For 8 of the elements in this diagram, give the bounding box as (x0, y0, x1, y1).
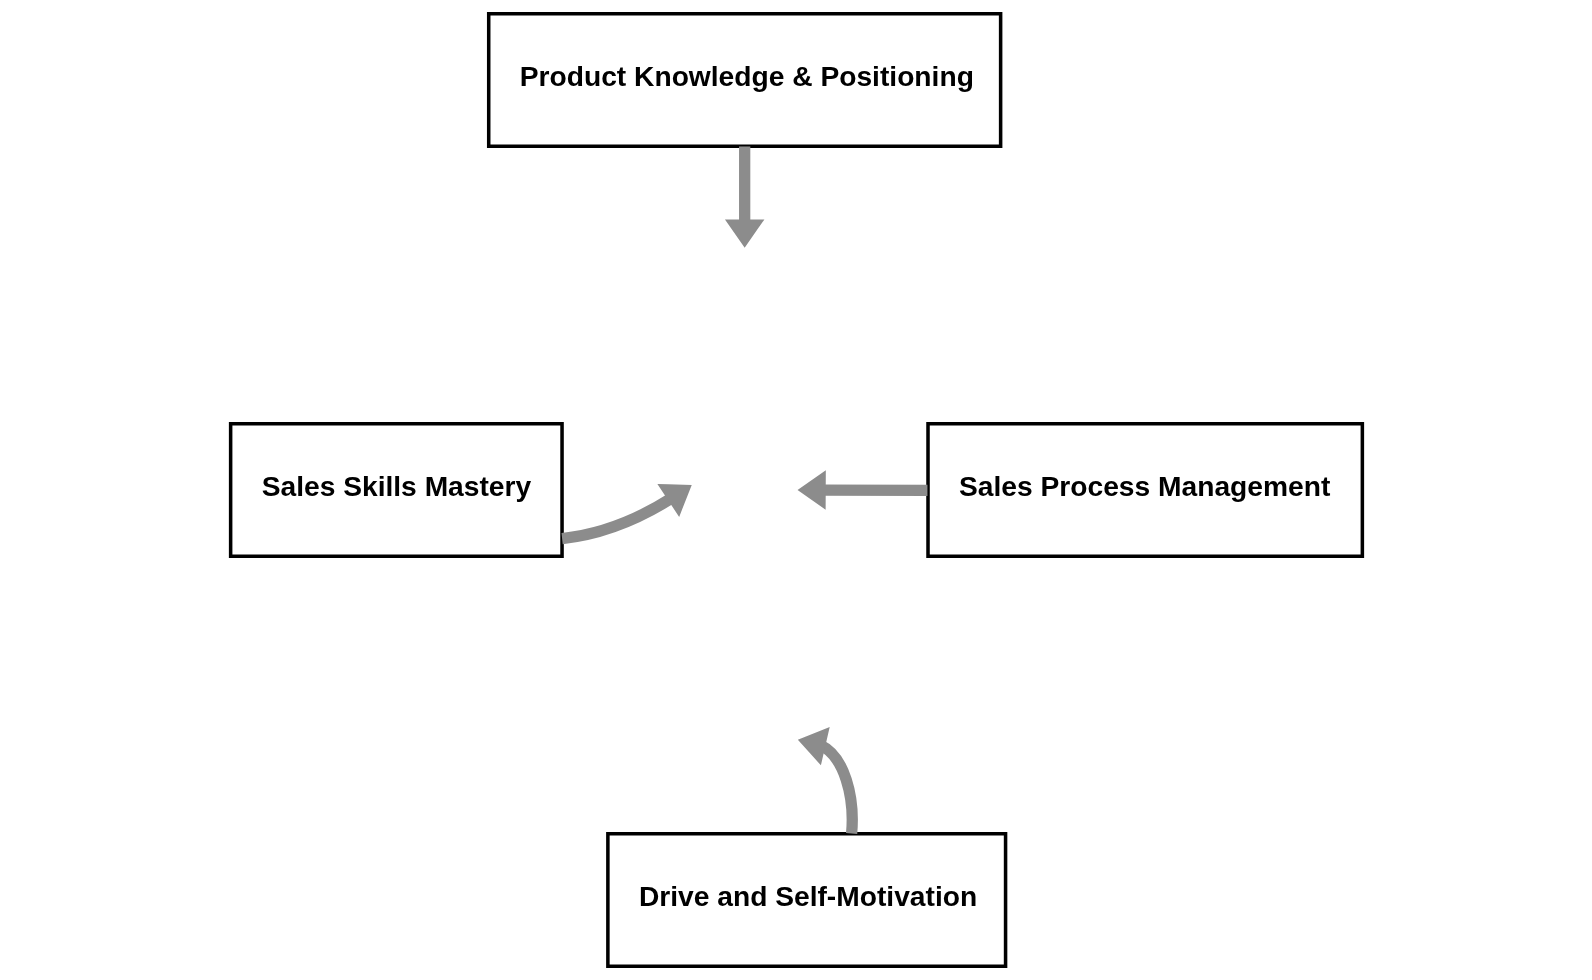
node-box: Product Knowledge & Positioning (486, 11, 1002, 149)
node-box: Drive and Self-Motivation (605, 831, 1007, 969)
node-box: Sales Skills Mastery (228, 421, 564, 559)
arrow (560, 484, 692, 545)
arrow (797, 726, 858, 834)
arrow (724, 146, 764, 248)
node-box: Sales Process Management (925, 421, 1364, 559)
arrow (797, 470, 927, 510)
